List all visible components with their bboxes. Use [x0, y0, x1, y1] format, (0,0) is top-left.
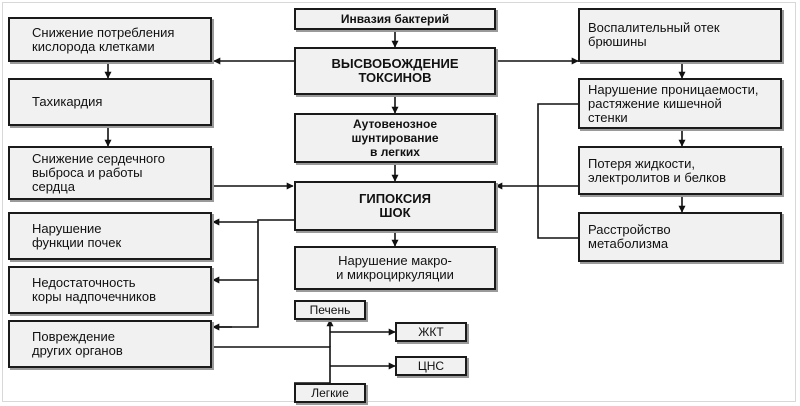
connector-permeability-metabolism	[537, 103, 578, 239]
node-tachy: Тахикардия	[8, 78, 212, 126]
node-organs: Повреждение других органов	[8, 320, 212, 368]
node-edema: Воспалительный отек брюшины	[578, 8, 782, 62]
node-liver: Печень	[294, 300, 366, 320]
node-cardiac: Снижение сердечного выброса и работы сер…	[8, 146, 212, 200]
node-toxins: ВЫСВОБОЖДЕНИЕ ТОКСИНОВ	[294, 47, 496, 95]
node-lungs: Легкие	[294, 383, 366, 403]
node-adrenal: Недостаточность коры надпочечников	[8, 266, 212, 314]
node-hypoxia: ГИПОКСИЯ ШОК	[294, 181, 496, 231]
node-fluid: Потеря жидкости, электролитов и белков	[578, 146, 782, 195]
connector-organs-branch	[212, 346, 331, 384]
node-permeability: Нарушение проницаемости, растяжение кише…	[578, 78, 782, 129]
diagram-frame	[2, 2, 796, 402]
node-git: ЖКТ	[395, 322, 467, 342]
node-oxygen: Снижение потребления кислорода клетками	[8, 17, 212, 62]
node-micro: Нарушение макро- и микроциркуляции	[294, 246, 496, 290]
node-metabolism: Расстройство метаболизма	[578, 212, 782, 262]
node-invasion: Инвазия бактерий	[294, 8, 496, 30]
node-shunt: Аутовенозное шунтирование в легких	[294, 113, 496, 163]
connector-hypoxia-down-left	[212, 219, 294, 328]
node-cns: ЦНС	[395, 356, 467, 376]
node-kidney: Нарушение функции почек	[8, 212, 212, 260]
